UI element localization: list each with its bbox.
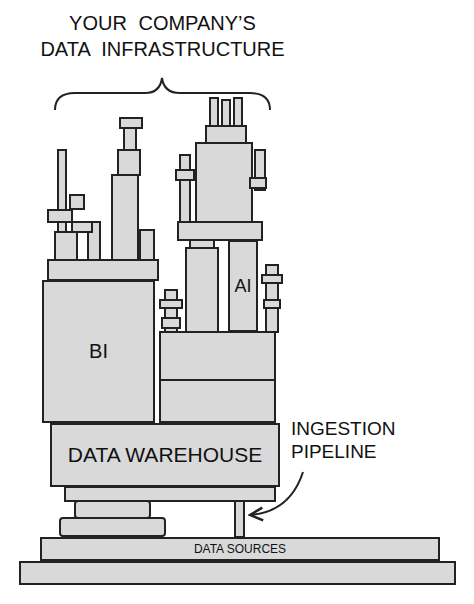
block — [48, 260, 158, 280]
block — [222, 100, 230, 126]
block — [160, 380, 275, 422]
block-label: DATA SOURCES — [194, 542, 286, 556]
stack-block: BI — [42, 280, 155, 423]
title: YOUR COMPANY’S DATA INFRASTRUCTURE — [39, 10, 286, 62]
block-label: BI — [89, 340, 108, 363]
block — [118, 150, 140, 175]
block — [250, 178, 266, 188]
block — [160, 300, 182, 308]
block-label: DATA WAREHOUSE — [68, 443, 262, 467]
block — [196, 143, 252, 222]
block — [60, 518, 165, 536]
block-label: AI — [234, 276, 251, 297]
block — [206, 126, 246, 143]
block — [162, 318, 180, 328]
block — [55, 232, 77, 260]
stack-block: DATA SOURCES — [40, 537, 440, 561]
block — [176, 170, 194, 180]
block — [120, 118, 142, 128]
block — [75, 501, 150, 518]
pipeline-pipe — [235, 500, 244, 537]
block — [65, 487, 275, 501]
callout-label: INGESTION PIPELINE — [291, 418, 416, 464]
block — [210, 98, 218, 126]
block — [264, 300, 280, 308]
stack-block: AI — [228, 240, 258, 332]
stack-block: DATA WAREHOUSE — [50, 423, 280, 487]
block — [186, 248, 218, 332]
block — [48, 210, 72, 222]
block — [70, 195, 84, 209]
block — [112, 175, 138, 260]
block — [178, 222, 262, 240]
block — [140, 230, 154, 260]
block — [160, 332, 275, 380]
block — [72, 222, 92, 232]
base-slab — [20, 562, 455, 584]
block — [234, 98, 242, 126]
block — [180, 155, 190, 222]
block — [262, 275, 282, 283]
